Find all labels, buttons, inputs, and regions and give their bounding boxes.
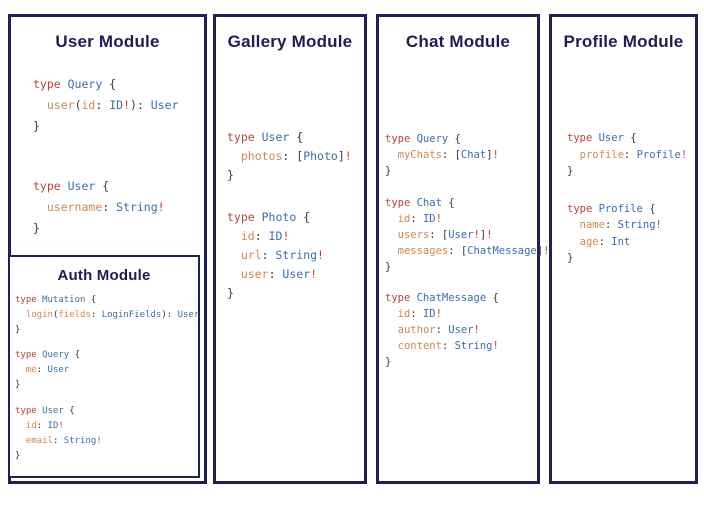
- gallery-module-code-user: type User { photos: [Photo]!}: [227, 130, 352, 182]
- auth-module-title: Auth Module: [57, 267, 151, 284]
- gallery-module-code-photo: type Photo { id: ID! url: String! user: …: [227, 210, 324, 300]
- profile-module-title: Profile Module: [563, 32, 684, 51]
- chat-module-code-chat: type Chat { id: ID! users: [User!]! mess…: [385, 197, 550, 273]
- auth-module-code-user: type User { id: ID! email: String!}: [15, 406, 102, 461]
- user-module-code-user: type User { username: String!}: [33, 179, 165, 235]
- auth-module-code-query: type Query { me: User}: [15, 350, 81, 390]
- auth-module-code-mutation: type Mutation { login(fields: LoginField…: [15, 295, 200, 335]
- chat-module-code-query: type Query { myChats: [Chat]!}: [385, 133, 499, 177]
- auth-module-panel: Auth Module type Mutation { login(fields…: [8, 255, 200, 478]
- chat-module-code-chatmessage: type ChatMessage { id: ID! author: User!…: [385, 292, 499, 368]
- profile-module-code-user: type User { profile: Profile!}: [567, 132, 688, 177]
- profile-module-code-profile: type Profile { name: String! age: Int}: [567, 202, 662, 265]
- chat-module-panel: Chat Module type Query { myChats: [Chat]…: [376, 14, 550, 484]
- profile-module-panel: Profile Module type User { profile: Prof…: [549, 14, 698, 484]
- gallery-module-title: Gallery Module: [227, 32, 353, 51]
- user-module-panel: User Module type Query { user(id: ID!): …: [8, 14, 207, 484]
- gallery-module-panel: Gallery Module type User { photos: [Phot…: [213, 14, 367, 484]
- chat-module-title: Chat Module: [405, 32, 511, 51]
- user-module-code-query: type Query { user(id: ID!): User}: [33, 77, 179, 133]
- user-module-title: User Module: [55, 32, 160, 51]
